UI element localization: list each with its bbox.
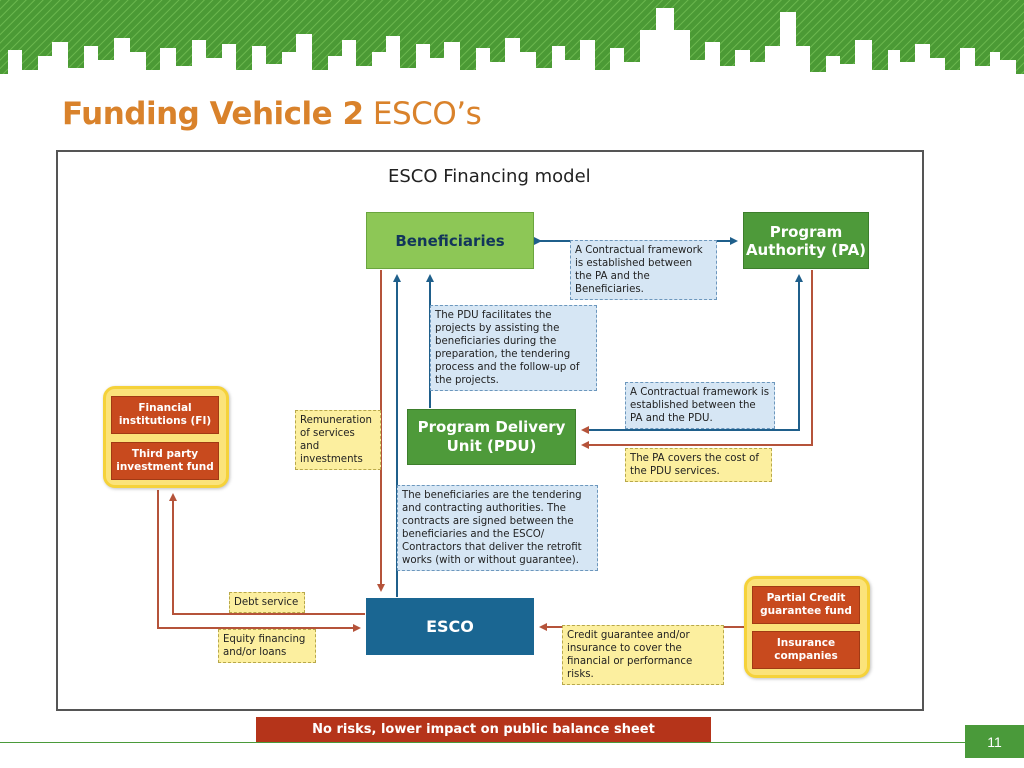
skyline-header <box>0 0 1024 74</box>
diagram-title: ESCO Financing model <box>388 166 591 187</box>
note-equity: Equity financing and/or loans <box>218 629 316 663</box>
node-third-party-fund: Third party investment fund <box>111 442 219 480</box>
node-beneficiaries: Beneficiaries <box>366 212 534 269</box>
note-remuneration: Remuneration of services and investments <box>295 410 381 470</box>
node-esco: ESCO <box>366 598 534 655</box>
note-pdu-facilitates: The PDU facilitates the projects by assi… <box>430 305 597 391</box>
note-pa-pdu: A Contractual framework is established b… <box>625 382 775 429</box>
node-program-delivery-unit: Program Delivery Unit (PDU) <box>407 409 576 465</box>
note-pa-beneficiaries: A Contractual framework is established b… <box>570 240 717 300</box>
note-debt-service: Debt service <box>229 592 305 613</box>
slide-title-light: ESCO’s <box>372 96 482 132</box>
key-message-banner: No risks, lower impact on public balance… <box>256 717 711 742</box>
note-credit-guarantee: Credit guarantee and/or insurance to cov… <box>562 625 724 685</box>
slide-title: Funding Vehicle 2 ESCO’s <box>62 96 482 132</box>
note-pa-covers: The PA covers the cost of the PDU servic… <box>625 448 772 482</box>
note-tendering: The beneficiaries are the tendering and … <box>397 485 598 571</box>
footer-line <box>0 742 965 743</box>
node-partial-credit-fund: Partial Credit guarantee fund <box>752 586 860 624</box>
node-program-authority: Program Authority (PA) <box>743 212 869 269</box>
node-insurance-companies: Insurance companies <box>752 631 860 669</box>
slide-title-bold: Funding Vehicle 2 <box>62 96 364 132</box>
page-number: 11 <box>965 725 1024 758</box>
node-financial-institutions: Financial institutions (FI) <box>111 396 219 434</box>
